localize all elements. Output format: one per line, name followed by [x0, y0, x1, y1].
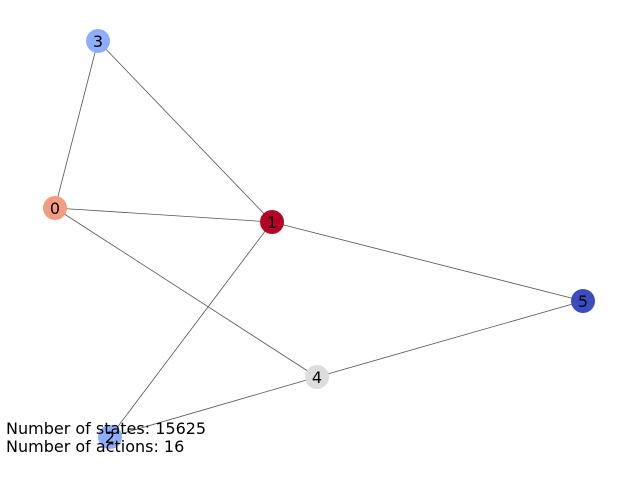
node-label-1: 1 — [267, 213, 277, 232]
node-circle-1 — [260, 210, 284, 234]
number-of-actions-text: Number of actions: 16 — [6, 437, 185, 456]
node-1: 1 — [260, 210, 284, 234]
edge-0-4 — [54, 207, 318, 378]
node-5: 5 — [571, 289, 595, 313]
node-circle-5 — [571, 289, 595, 313]
node-circle-0 — [43, 196, 67, 220]
edge-4-5 — [316, 300, 584, 378]
edge-2-4 — [109, 376, 318, 438]
node-label-4: 4 — [312, 368, 322, 387]
node-label-2: 2 — [105, 428, 115, 447]
nodes-layer: 0 1 2 3 4 5 — [43, 29, 595, 449]
node-3: 3 — [86, 29, 110, 53]
edge-3-1 — [97, 40, 273, 223]
node-0: 0 — [43, 196, 67, 220]
node-circle-4 — [305, 365, 329, 389]
edge-1-2 — [109, 221, 273, 438]
node-4: 4 — [305, 365, 329, 389]
edge-0-1 — [54, 207, 273, 223]
number-of-states-text: Number of states: 15625 — [6, 419, 207, 438]
node-circle-2 — [98, 425, 122, 449]
edges-layer — [54, 40, 584, 438]
node-circle-3 — [86, 29, 110, 53]
node-label-3: 3 — [93, 32, 103, 51]
node-2: 2 — [98, 425, 122, 449]
edge-1-5 — [271, 221, 584, 302]
node-label-5: 5 — [578, 292, 588, 311]
edge-0-3 — [54, 40, 99, 209]
node-label-0: 0 — [50, 199, 60, 218]
